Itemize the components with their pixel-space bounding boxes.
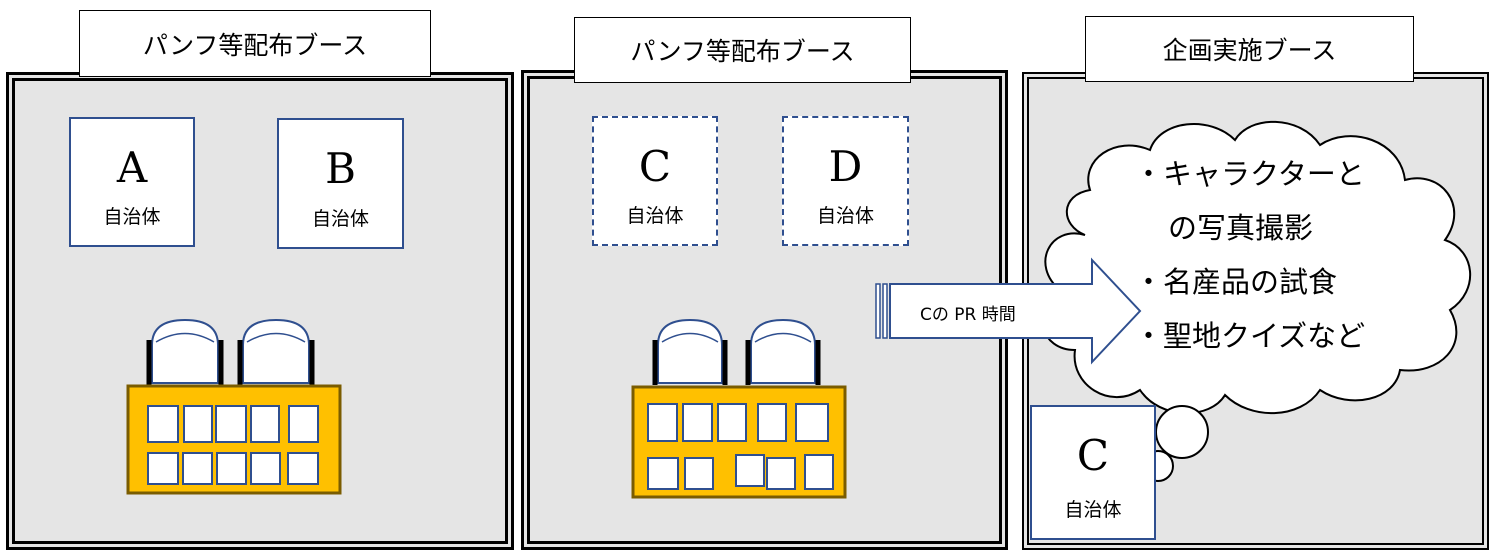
cloud-line-1: ・キャラクターと xyxy=(1134,157,1365,191)
booth-3-card-c: C 自治体 xyxy=(1030,405,1156,540)
booth-1-card-a: A 自治体 xyxy=(69,117,195,247)
cloud-line-3: ・名産品の試食 xyxy=(1134,265,1338,299)
card-letter: C xyxy=(1076,431,1110,480)
card-sub: 自治体 xyxy=(816,205,874,227)
booth-2-card-c: C 自治体 xyxy=(592,116,718,246)
card-letter: C xyxy=(638,142,672,191)
cloud-line-4: ・聖地クイズなど xyxy=(1134,319,1366,353)
booth-2-title: パンフ等配布ブース xyxy=(574,17,911,83)
booth-2-card-d: D 自治体 xyxy=(782,116,909,246)
chair-3 xyxy=(652,318,728,385)
chair-4 xyxy=(745,318,821,385)
chair-2 xyxy=(237,318,315,385)
booth-3-title: 企画実施ブース xyxy=(1085,16,1414,82)
card-sub: 自治体 xyxy=(311,208,369,230)
desk-1 xyxy=(126,384,342,495)
chair-1 xyxy=(146,318,224,385)
card-sub: 自治体 xyxy=(626,205,684,227)
card-sub: 自治体 xyxy=(1064,499,1122,521)
card-letter: D xyxy=(828,142,863,191)
card-letter: B xyxy=(325,144,356,193)
arrow-label: Cの PR 時間 xyxy=(920,305,1016,325)
pr-time-arrow xyxy=(875,257,1142,365)
desk-2 xyxy=(631,385,847,499)
booth-1-card-b: B 自治体 xyxy=(277,118,404,249)
cloud-line-2: の写真撮影 xyxy=(1168,211,1314,245)
card-sub: 自治体 xyxy=(103,206,161,228)
booth-1-title: パンフ等配布ブース xyxy=(79,10,431,77)
card-letter: A xyxy=(116,143,148,192)
